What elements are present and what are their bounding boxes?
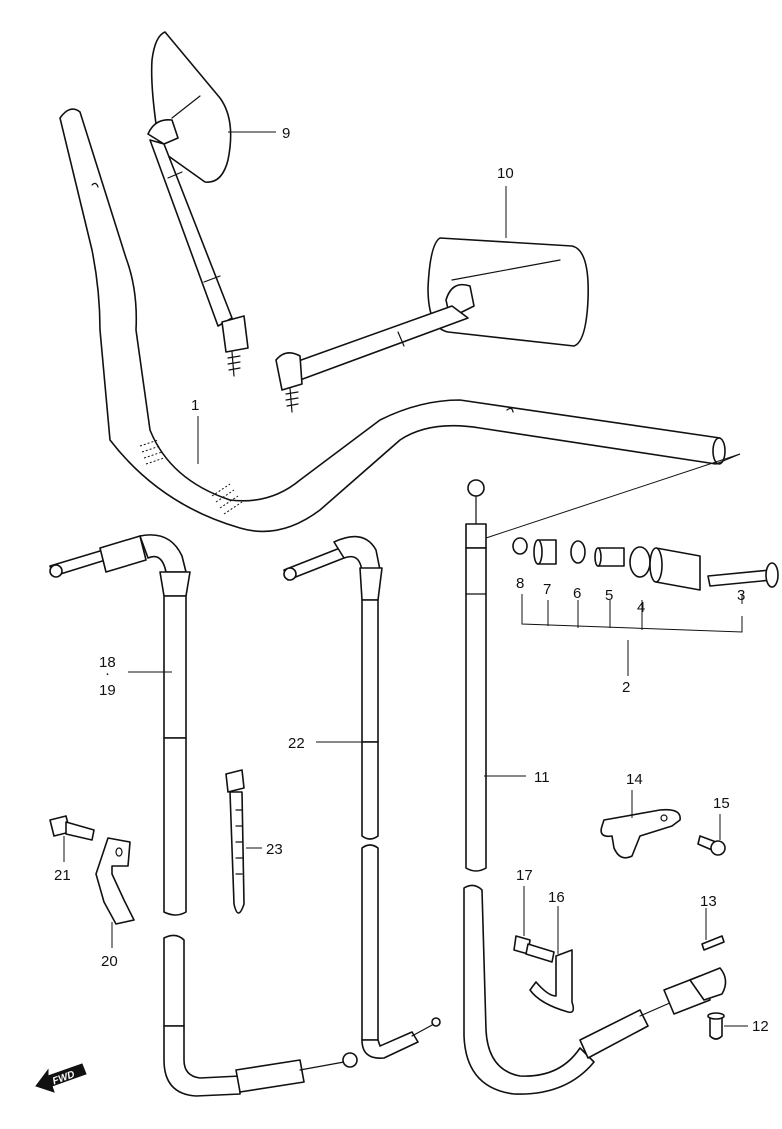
bolt-15 [697, 835, 726, 856]
mirror-right [275, 237, 589, 413]
callout-8: 8 [516, 575, 524, 592]
callout-12: 12 [752, 1018, 769, 1035]
callout-14: 14 [626, 771, 643, 788]
callout-21: 21 [54, 867, 71, 884]
throttle-cable-18-19 [49, 534, 358, 1097]
callout-10: 10 [497, 165, 514, 182]
callout-18: 18 [99, 654, 116, 671]
bar-end-assembly [485, 453, 779, 676]
callout-19: 19 [99, 682, 116, 699]
callout-4: 4 [637, 599, 645, 616]
throttle-cable-22 [283, 535, 441, 1059]
mirror-left [147, 31, 249, 377]
fwd-label: FWD [51, 1069, 76, 1087]
callout-18-19-separator: · [105, 665, 110, 682]
pin-13 [701, 935, 725, 951]
callout-16: 16 [548, 889, 565, 906]
callout-6: 6 [573, 585, 581, 602]
callout-9: 9 [282, 125, 290, 142]
callout-17: 17 [516, 867, 533, 884]
handlebar [59, 108, 726, 533]
clutch-cable-11 [463, 479, 727, 1095]
callout-1: 1 [191, 397, 199, 414]
leader-lines [63, 131, 748, 1027]
callout-labels: 9 10 1 8 7 6 5 4 3 2 18 · 19 22 11 14 15… [54, 125, 769, 1035]
bolt-21 [49, 815, 95, 841]
callout-13: 13 [700, 893, 717, 910]
callout-23: 23 [266, 841, 283, 858]
callout-5: 5 [605, 587, 613, 604]
callout-3: 3 [737, 587, 745, 604]
cable-tie-23 [225, 769, 245, 914]
callout-2: 2 [622, 679, 630, 696]
bolt-17 [513, 935, 555, 963]
fwd-arrow-icon: FWD [35, 1063, 87, 1093]
cable-clamp-20 [95, 837, 135, 925]
callout-11: 11 [534, 769, 550, 786]
clamp-16 [529, 949, 575, 1014]
bolt-12 [707, 1012, 725, 1040]
callout-7: 7 [543, 581, 551, 598]
callout-20: 20 [101, 953, 118, 970]
bracket-14 [600, 808, 681, 859]
callout-22: 22 [288, 735, 305, 752]
callout-15: 15 [713, 795, 730, 812]
